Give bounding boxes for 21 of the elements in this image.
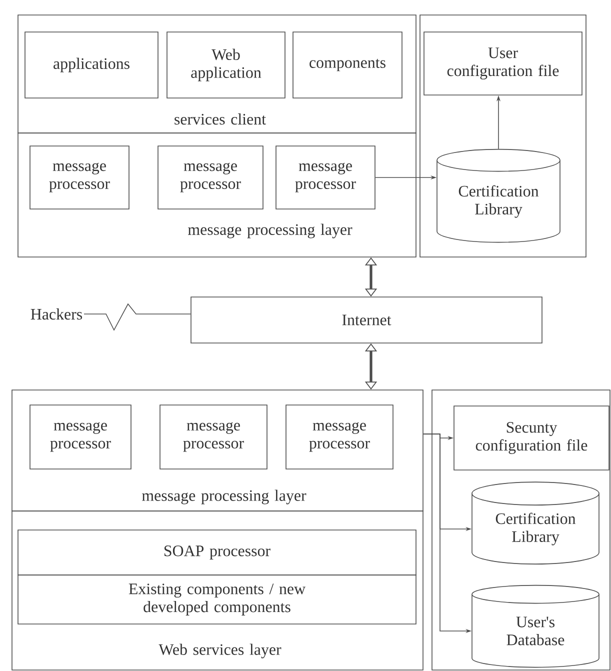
- processor-box: message processor: [160, 404, 268, 470]
- processor-box: message processor: [30, 146, 130, 210]
- panel-frame: [432, 390, 610, 670]
- database-cylinder: User's Database: [472, 584, 600, 668]
- component-box: components: [292, 32, 402, 98]
- processor-box: message processor: [30, 404, 132, 470]
- library-cylinder: Certification Library: [472, 482, 600, 564]
- file-box: User configuration file: [424, 32, 582, 96]
- file-box: Secunty configuration file: [454, 406, 610, 470]
- application-box: Web application: [166, 32, 286, 98]
- panel-frame: [420, 14, 586, 258]
- processor-box: SOAP processor: [18, 530, 416, 576]
- hackers-label: Hackers: [30, 308, 82, 320]
- component-box: Existing components / new developed components: [18, 574, 416, 624]
- zigzag-line: [84, 303, 191, 331]
- processor-box: message processor: [286, 404, 394, 470]
- processor-box: message processor: [158, 146, 264, 210]
- library-cylinder: Certification Library: [436, 148, 560, 243]
- application-box: applications: [24, 32, 158, 98]
- processor-box: message processor: [276, 146, 376, 210]
- internet-box: Internet: [190, 296, 542, 344]
